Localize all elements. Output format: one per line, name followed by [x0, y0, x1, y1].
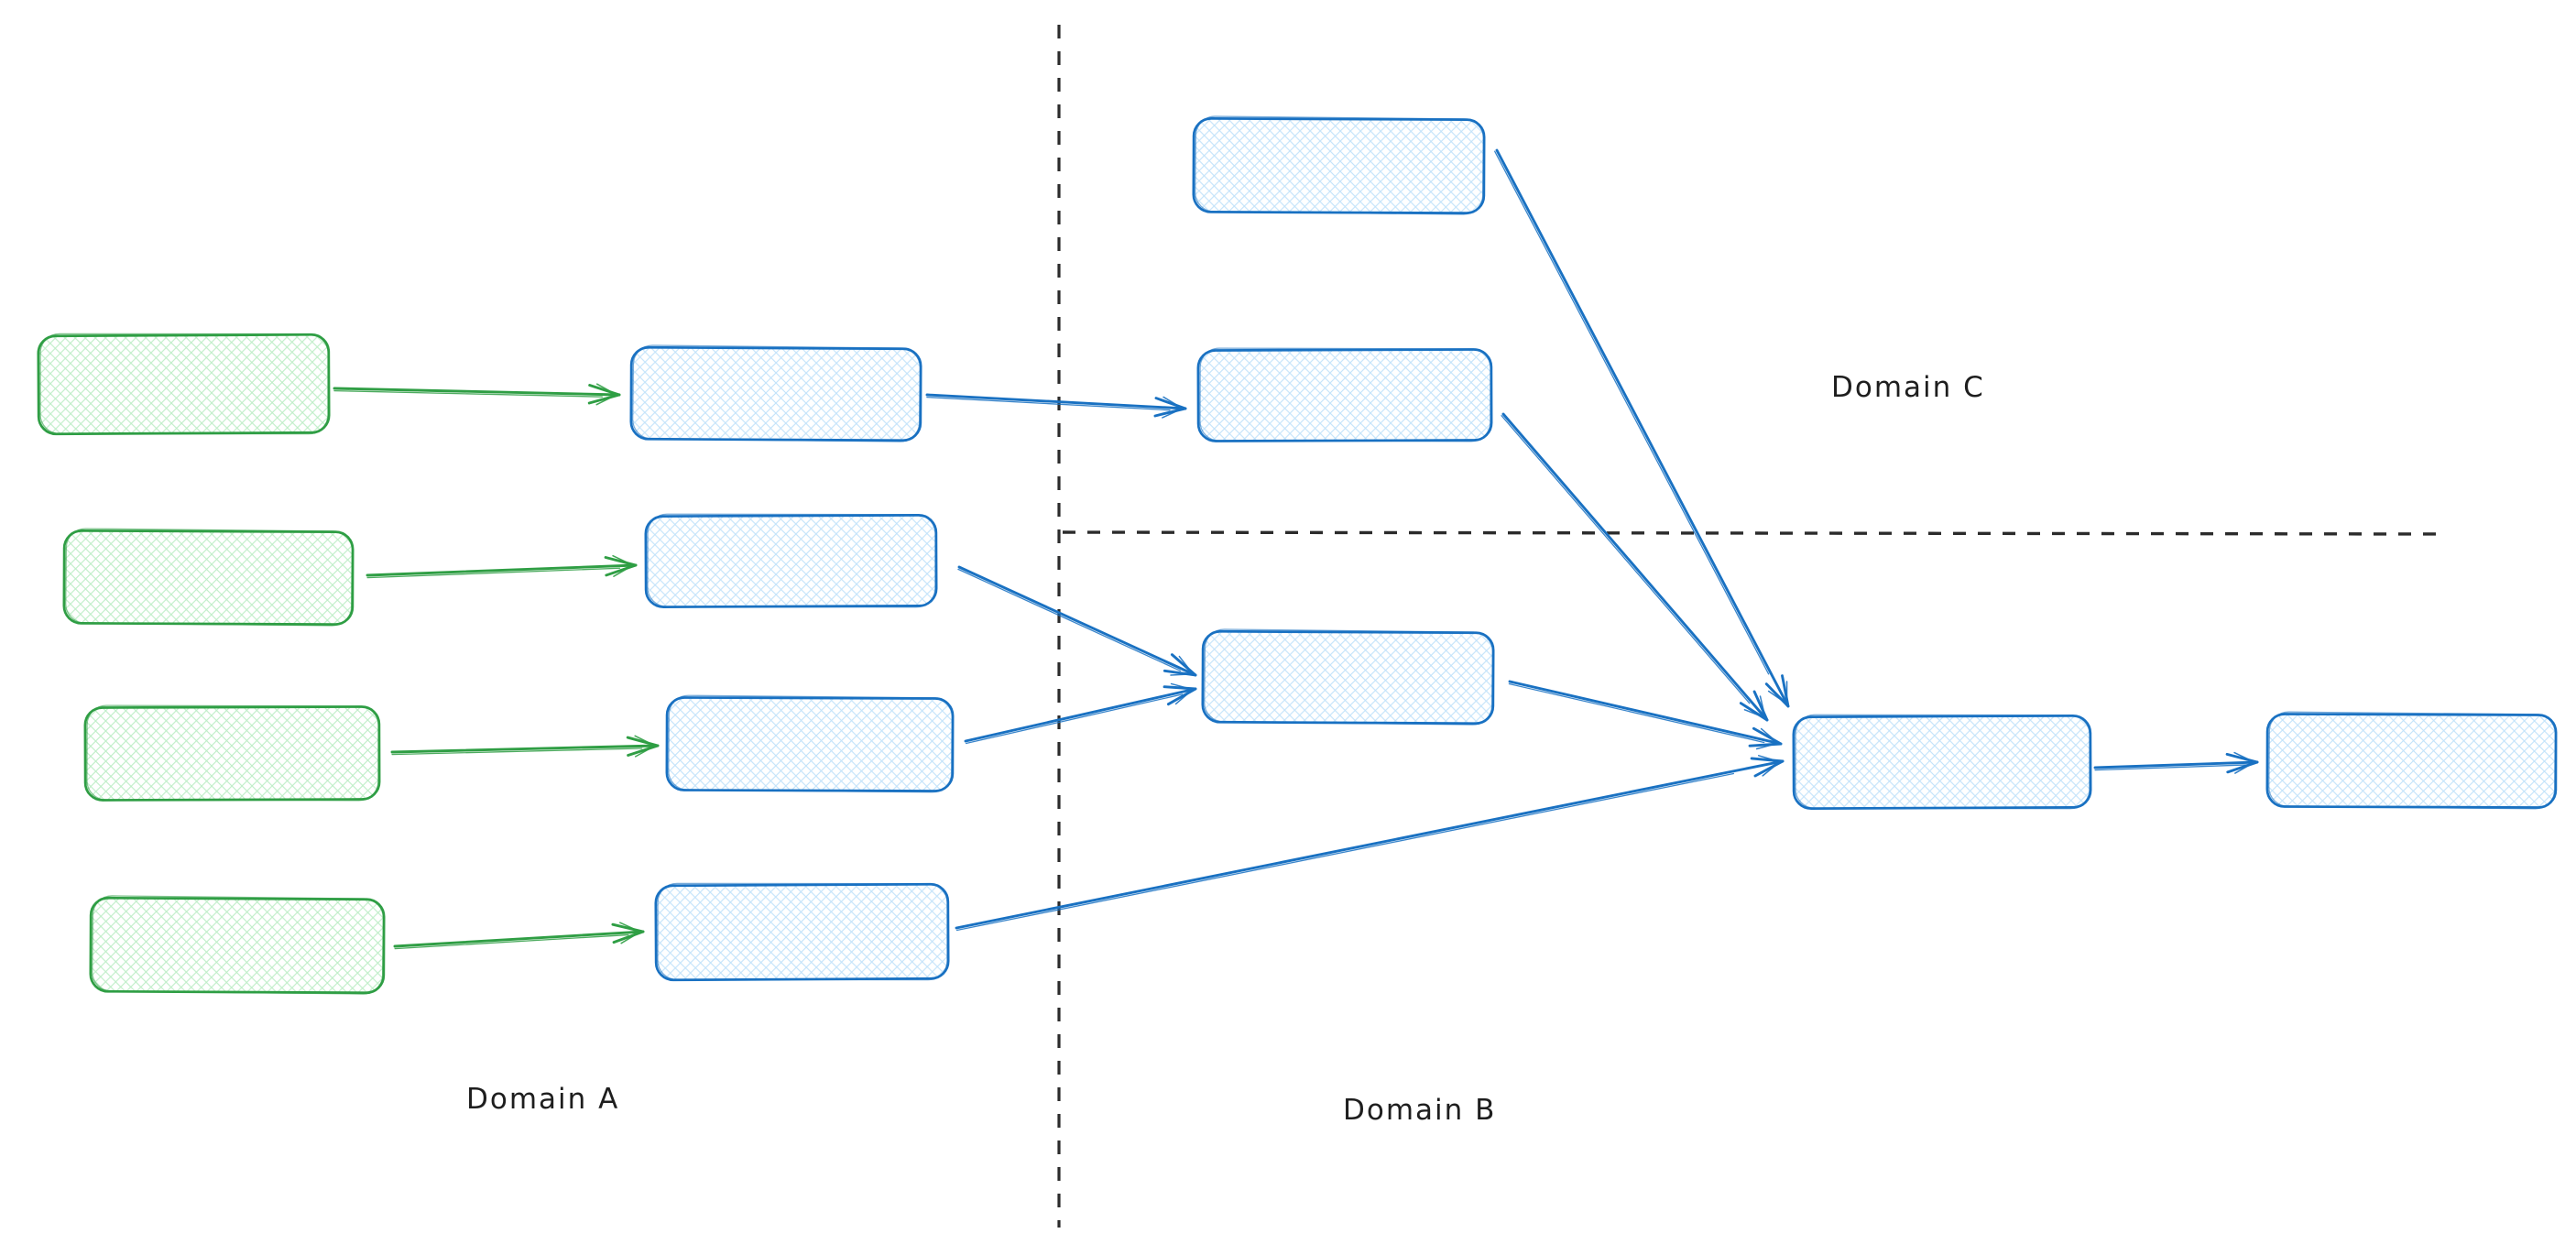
arrowhead-icon	[1750, 757, 1785, 778]
arrowhead-sketch-icon	[1170, 655, 1195, 676]
edge-g4-to-s4	[393, 922, 645, 950]
node-t2	[1196, 347, 1493, 442]
edge-g3-to-s3	[390, 735, 660, 758]
label-domain-a: Domain A	[466, 1083, 619, 1116]
arrowhead-icon	[1764, 674, 1790, 708]
arrowhead-icon	[587, 384, 621, 405]
arrowhead-sketch-icon	[2233, 751, 2255, 774]
edge-s1-to-t2	[925, 393, 1187, 419]
arrowhead-sketch-icon	[1767, 681, 1788, 705]
node-s1-sketch-outline	[632, 344, 921, 442]
edge-t3-to-m	[1508, 680, 1783, 750]
arrowhead-icon	[1748, 726, 1783, 748]
edge-s3-to-t3	[964, 682, 1197, 745]
node-s3	[665, 694, 955, 793]
node-f-sketch-outline	[2268, 711, 2556, 810]
edge-g2-to-s2	[366, 554, 638, 579]
arrowhead-sketch-icon	[1743, 695, 1766, 719]
arrowhead-icon	[626, 736, 660, 757]
node-g3-sketch-outline	[86, 704, 379, 802]
node-s2-sketch-outline	[647, 513, 936, 608]
edge-s4-to-m	[955, 755, 1785, 932]
label-domain-b: Domain B	[1343, 1094, 1496, 1127]
node-g1-sketch-outline	[39, 333, 329, 435]
label-domain-c: Domain C	[1831, 371, 1985, 404]
node-g3	[83, 704, 381, 802]
divider-horizontal-dashed-line	[1062, 530, 2448, 536]
node-s4-sketch-outline	[657, 882, 948, 981]
node-t1-sketch-outline	[1195, 115, 1484, 215]
node-g2	[62, 528, 355, 627]
node-t1	[1192, 115, 1486, 215]
node-t3	[1201, 628, 1495, 726]
node-g1	[37, 333, 331, 436]
arrowhead-icon	[1162, 653, 1197, 677]
node-s3-sketch-outline	[668, 694, 953, 793]
edge-t1-to-m	[1494, 148, 1790, 708]
arrowhead-icon	[611, 922, 645, 944]
edge-g1-to-s1	[333, 383, 621, 406]
node-t3-sketch-outline	[1204, 628, 1493, 726]
node-t2-sketch-outline	[1199, 347, 1491, 442]
node-s1	[629, 344, 922, 442]
node-g2-sketch-outline	[65, 528, 353, 627]
node-s2	[644, 513, 938, 608]
arrowhead-sketch-icon	[619, 922, 641, 944]
arrowhead-sketch-icon	[634, 735, 656, 758]
arrowhead-icon	[604, 556, 638, 577]
arrowhead-sketch-icon	[1757, 755, 1781, 777]
edge-s2-to-t3	[957, 565, 1197, 677]
arrowhead-icon	[1153, 397, 1187, 418]
arrowhead-sketch-icon	[595, 383, 617, 406]
arrowhead-icon	[2225, 752, 2259, 774]
node-g4-sketch-outline	[92, 895, 384, 995]
node-m-sketch-outline	[1795, 714, 2090, 810]
node-g4	[89, 895, 386, 995]
edge-t2-to-m	[1501, 412, 1769, 722]
arrowhead-icon	[1162, 685, 1197, 706]
edge-m-to-f	[2093, 751, 2259, 774]
node-f	[2265, 711, 2558, 810]
arrowhead-sketch-icon	[1755, 727, 1779, 750]
arrowhead-icon	[1739, 690, 1769, 722]
node-s4	[654, 882, 950, 982]
arrowhead-sketch-icon	[1162, 396, 1184, 419]
arrowhead-sketch-icon	[612, 554, 634, 577]
arrowhead-sketch-icon	[1170, 682, 1194, 705]
node-m	[1792, 714, 2092, 810]
